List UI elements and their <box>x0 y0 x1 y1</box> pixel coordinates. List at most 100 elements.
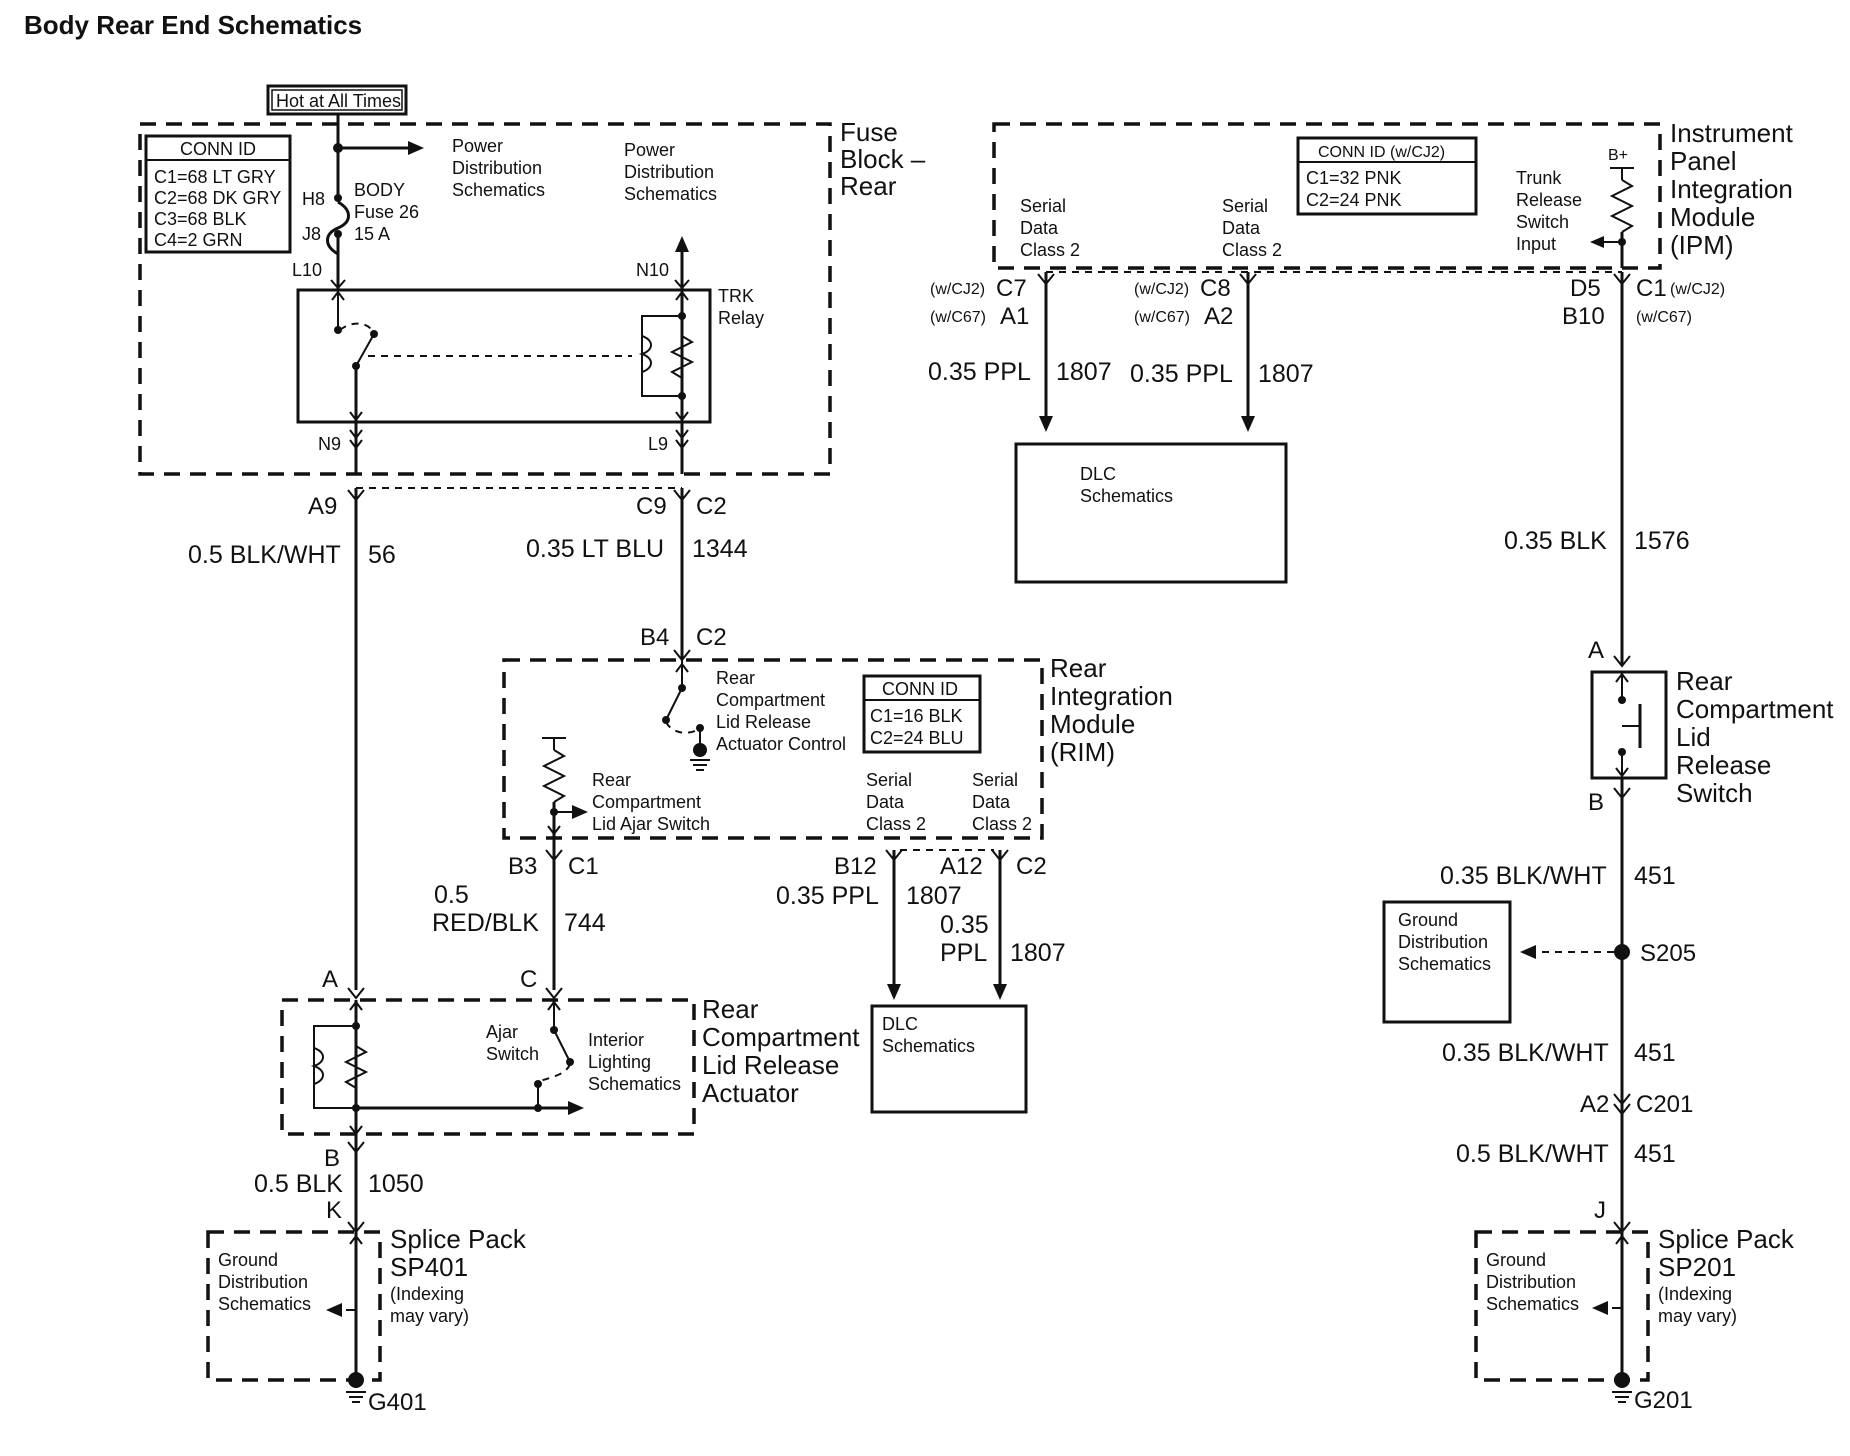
svg-text:Serial: Serial <box>972 770 1018 790</box>
svg-text:Class 2: Class 2 <box>866 814 926 834</box>
svg-text:Ajar: Ajar <box>486 1022 518 1042</box>
pin-a2: A2 <box>1204 303 1233 330</box>
svg-text:Lid Release: Lid Release <box>716 712 811 732</box>
svg-text:TRK: TRK <box>718 286 754 306</box>
rim-conn-id: CONN ID C1=16 BLK C2=24 BLU <box>862 674 982 754</box>
wire-1576-gauge: 0.35 BLK <box>1504 527 1607 555</box>
pin-a1: A1 <box>1000 303 1029 330</box>
svg-text:Ground: Ground <box>218 1250 278 1270</box>
svg-text:G201: G201 <box>1634 1387 1693 1414</box>
wire-1807d-gauge-1: 0.35 <box>940 911 989 939</box>
pin-c2-top: C2 <box>696 493 727 520</box>
svg-text:Rear: Rear <box>1050 653 1107 683</box>
svg-text:Integration: Integration <box>1050 681 1173 711</box>
svg-text:L10: L10 <box>292 260 322 280</box>
wire-1807b-circuit: 1807 <box>1258 360 1314 388</box>
svg-text:Module: Module <box>1670 202 1755 232</box>
opt-cj2-1: (w/CJ2) <box>930 281 985 298</box>
power-dist-2-line3: Schematics <box>624 184 717 204</box>
rear-compartment-lid-release-switch: A Rear Compartment Lid Release Switch B <box>1588 637 1834 816</box>
svg-text:Rear: Rear <box>702 994 759 1024</box>
wire-1807a-gauge: 0.35 PPL <box>928 358 1031 386</box>
svg-text:(Indexing: (Indexing <box>1658 1284 1732 1304</box>
wire-1807d-gauge-2: PPL <box>940 939 987 967</box>
svg-text:B+: B+ <box>1608 147 1628 164</box>
wire-744-circuit: 744 <box>564 909 606 937</box>
svg-text:H8: H8 <box>302 189 325 209</box>
fuse-block-rear: Fuse Block – Rear CONN ID C1=68 LT GRY C… <box>138 114 926 476</box>
rear-compartment-lid-release-actuator: A C Rear Compartment Lid Release Actuato… <box>280 966 860 1172</box>
power-dist-1-line3: Schematics <box>452 180 545 200</box>
svg-text:may vary): may vary) <box>1658 1306 1737 1326</box>
wire-1576-circuit: 1576 <box>1634 527 1690 555</box>
svg-text:Input: Input <box>1516 234 1556 254</box>
svg-text:Data: Data <box>866 792 905 812</box>
splice-pack-sp201: J Ground Distribution Schematics Splice … <box>1474 1197 1795 1414</box>
svg-text:G401: G401 <box>368 1389 427 1416</box>
svg-text:C4=2 GRN: C4=2 GRN <box>154 230 243 250</box>
wire-1807c-circuit: 1807 <box>906 882 962 910</box>
wire-451a-circuit: 451 <box>1634 862 1676 890</box>
svg-text:Splice Pack: Splice Pack <box>1658 1224 1795 1254</box>
svg-text:CONN ID (w/CJ2): CONN ID (w/CJ2) <box>1318 144 1445 161</box>
opt-cj2-3: (w/CJ2) <box>1670 281 1725 298</box>
wire-1050-circuit: 1050 <box>368 1170 424 1198</box>
pin-c1-ipm: C1 <box>1636 275 1667 302</box>
svg-text:Lid: Lid <box>1676 722 1711 752</box>
svg-text:C: C <box>520 966 537 993</box>
pin-c201: C201 <box>1636 1091 1693 1118</box>
wire-451c-circuit: 451 <box>1634 1140 1676 1168</box>
fuse-block-conn-id: CONN ID C1=68 LT GRY C2=68 DK GRY C3=68 … <box>144 134 292 254</box>
svg-text:A: A <box>322 966 338 993</box>
svg-text:Panel: Panel <box>1670 146 1737 176</box>
body-fuse-26: H8 J8 BODY Fuse 26 15 A <box>302 180 419 256</box>
svg-text:Module: Module <box>1050 709 1135 739</box>
wire-1050-gauge: 0.5 BLK <box>254 1170 343 1198</box>
opt-c67-2: (w/C67) <box>1134 309 1190 326</box>
svg-text:C2: C2 <box>696 624 727 651</box>
opt-c67-3: (w/C67) <box>1636 309 1692 326</box>
svg-text:Schematics: Schematics <box>1486 1294 1579 1314</box>
pin-b10: B10 <box>1562 303 1605 330</box>
svg-text:B: B <box>1588 789 1604 816</box>
svg-text:may vary): may vary) <box>390 1306 469 1326</box>
wire-56-circuit: 56 <box>368 541 396 569</box>
power-dist-1-line1: Power <box>452 136 503 156</box>
svg-text:C2=24 BLU: C2=24 BLU <box>870 728 964 748</box>
pin-d5: D5 <box>1570 275 1601 302</box>
pin-c7: C7 <box>996 275 1027 302</box>
ground-distribution-s205: Ground Distribution Schematics <box>1382 900 1512 1024</box>
svg-text:N10: N10 <box>636 260 669 280</box>
svg-text:C1=32 PNK: C1=32 PNK <box>1306 168 1402 188</box>
instrument-panel-integration-module: Instrument Panel Integration Module (IPM… <box>992 118 1794 270</box>
ipm-conn-id: CONN ID (w/CJ2) C1=32 PNK C2=24 PNK <box>1296 136 1478 216</box>
trk-relay: TRK Relay <box>296 286 764 424</box>
svg-text:Actuator Control: Actuator Control <box>716 734 846 754</box>
power-dist-2-line1: Power <box>624 140 675 160</box>
power-dist-1-line2: Distribution <box>452 158 542 178</box>
svg-text:Actuator: Actuator <box>702 1078 799 1108</box>
rear-integration-module: B4 C2 Rear Integration Module (RIM) Rear… <box>502 624 1173 880</box>
svg-text:C3=68 BLK: C3=68 BLK <box>154 209 247 229</box>
dlc-schematics-top: DLC Schematics <box>1014 442 1288 584</box>
svg-text:Lid Release: Lid Release <box>702 1050 839 1080</box>
svg-text:Rear: Rear <box>592 770 631 790</box>
svg-text:Ground: Ground <box>1398 910 1458 930</box>
svg-text:Lid Ajar Switch: Lid Ajar Switch <box>592 814 710 834</box>
svg-text:Data: Data <box>1222 218 1261 238</box>
svg-text:Rear: Rear <box>1676 666 1733 696</box>
svg-text:Distribution: Distribution <box>218 1272 308 1292</box>
wire-56-gauge: 0.5 BLK/WHT <box>188 541 341 569</box>
svg-text:Class 2: Class 2 <box>1222 240 1282 260</box>
svg-text:Class 2: Class 2 <box>972 814 1032 834</box>
splice-pack-sp401: K Ground Distribution Schematics Splice … <box>206 1197 527 1416</box>
wire-1807d-circuit: 1807 <box>1010 939 1066 967</box>
svg-text:Schematics: Schematics <box>1398 954 1491 974</box>
svg-text:Release: Release <box>1516 190 1582 210</box>
svg-text:S205: S205 <box>1640 940 1696 967</box>
svg-text:(RIM): (RIM) <box>1050 737 1115 767</box>
svg-text:L9: L9 <box>648 434 668 454</box>
svg-text:C1=68 LT GRY: C1=68 LT GRY <box>154 167 276 187</box>
svg-text:Instrument: Instrument <box>1670 118 1794 148</box>
